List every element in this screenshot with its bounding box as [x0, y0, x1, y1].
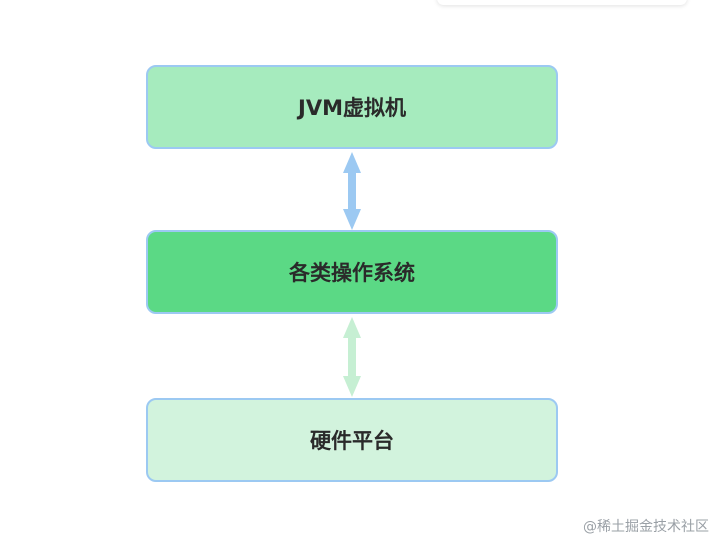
hardware-layer-label: 硬件平台: [310, 429, 394, 453]
top-card-fragment: [437, 0, 687, 5]
jvm-layer-label: JVM虚拟机: [298, 96, 406, 120]
os-hardware-arrow: [343, 317, 361, 397]
os-layer-label: 各类操作系统: [289, 261, 415, 285]
watermark-text: @稀土掘金技术社区: [583, 519, 709, 535]
jvm-os-arrow: [343, 152, 361, 230]
hardware-layer-box: 硬件平台: [146, 398, 558, 482]
os-layer-box: 各类操作系统: [146, 230, 558, 314]
jvm-layer-box: JVM虚拟机: [146, 65, 558, 149]
